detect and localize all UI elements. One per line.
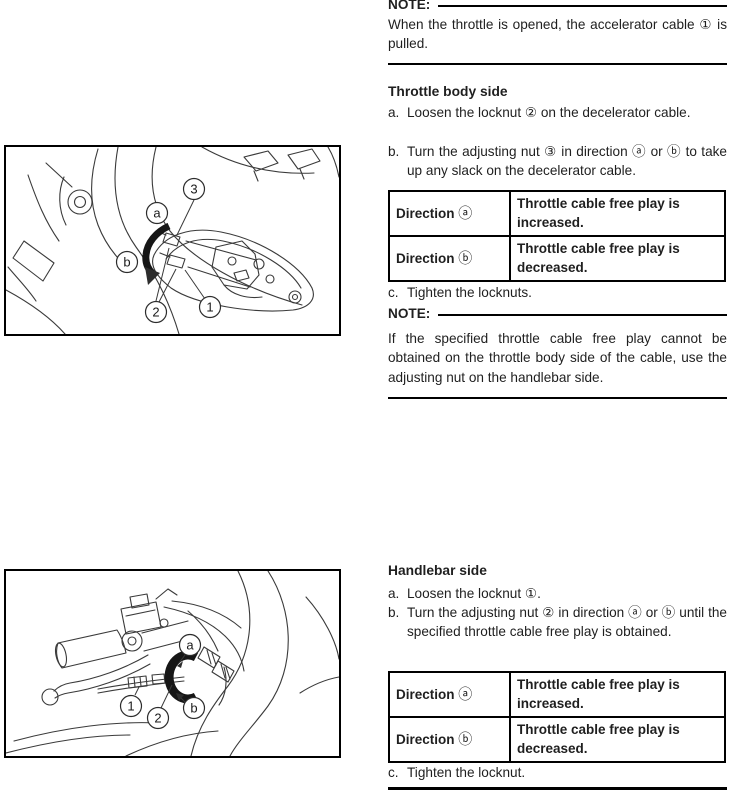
figure-handlebar-illustration: a 1 2 b bbox=[4, 569, 341, 758]
step-text: Tighten the locknut. bbox=[407, 765, 526, 780]
direction-b-cell: Direction ⓑ bbox=[388, 716, 511, 764]
callout-2-label: 2 bbox=[154, 711, 161, 726]
throttle-step-b: b. Turn the adjusting nut ③ in direction… bbox=[388, 142, 727, 181]
throttle-body-drawing bbox=[6, 147, 339, 334]
step-text: Tighten the locknuts. bbox=[407, 285, 532, 300]
throttle-body-heading: Throttle body side bbox=[388, 84, 508, 99]
direction-b-effect-cell: Throttle cable free play is decreased. bbox=[509, 716, 726, 764]
handlebar-step-c: c. Tighten the locknut. bbox=[388, 763, 727, 782]
step-marker: b. bbox=[388, 605, 400, 620]
handlebar-heading: Handlebar side bbox=[388, 563, 487, 578]
table-row: Direction ⓐ Throttle cable free play is … bbox=[388, 670, 726, 719]
callout-2-label: 2 bbox=[152, 305, 159, 320]
note-top-heading: NOTE: bbox=[388, 0, 727, 12]
step-text: Loosen the locknut ①. bbox=[407, 586, 541, 601]
callout-2: 2 bbox=[146, 684, 173, 730]
text-column: NOTE: When the throttle is opened, the a… bbox=[388, 0, 727, 791]
callout-1: 1 bbox=[184, 269, 222, 319]
direction-table-throttle-body: Direction ⓐ Throttle cable free play is … bbox=[388, 189, 726, 283]
callout-1: 1 bbox=[119, 686, 143, 718]
note-top-end-rule bbox=[388, 63, 727, 65]
throttle-body-lineart: 3 a b 2 1 bbox=[6, 147, 339, 334]
callout-a-label: a bbox=[153, 206, 161, 221]
note-top-rule bbox=[438, 4, 727, 7]
direction-a-cell: Direction ⓐ bbox=[388, 670, 511, 719]
note-mid-label: NOTE: bbox=[388, 306, 431, 321]
direction-table-handlebar: Direction ⓐ Throttle cable free play is … bbox=[388, 670, 726, 764]
callout-b-label: b bbox=[123, 255, 130, 270]
handlebar-drawing bbox=[6, 571, 339, 756]
step-text: Turn the adjusting nut ③ in direction ⓐ … bbox=[407, 144, 727, 179]
direction-b-effect-cell: Throttle cable free play is decreased. bbox=[509, 235, 726, 283]
step-marker: c. bbox=[388, 285, 399, 300]
note-mid-body: If the specified throttle cable free pla… bbox=[388, 331, 727, 385]
direction-a-effect-cell: Throttle cable free play is increased. bbox=[509, 670, 726, 719]
callout-a-label: a bbox=[186, 638, 194, 653]
step-marker: a. bbox=[388, 105, 400, 120]
callout-1-label: 1 bbox=[127, 699, 134, 714]
step-marker: a. bbox=[388, 586, 400, 601]
note-mid-end-rule bbox=[388, 397, 727, 399]
direction-a-effect-cell: Throttle cable free play is increased. bbox=[509, 189, 726, 238]
step-marker: b. bbox=[388, 144, 400, 159]
callout-3-label: 3 bbox=[190, 182, 197, 197]
table-row: Direction ⓑ Throttle cable free play is … bbox=[388, 716, 726, 764]
handlebar-lineart: a 1 2 b bbox=[6, 571, 339, 756]
table-row: Direction ⓐ Throttle cable free play is … bbox=[388, 189, 726, 238]
callout-2: 2 bbox=[144, 247, 177, 324]
note-top-body: When the throttle is opened, the acceler… bbox=[388, 17, 727, 52]
callout-1-label: 1 bbox=[206, 300, 213, 315]
direction-a-cell: Direction ⓐ bbox=[388, 189, 511, 238]
callout-b: b bbox=[176, 693, 206, 720]
direction-b-cell: Direction ⓑ bbox=[388, 235, 511, 283]
direction-arrow bbox=[142, 222, 171, 285]
note-mid-rule bbox=[438, 313, 727, 316]
callout-a: a bbox=[177, 633, 202, 668]
step-text: Loosen the locknut ② on the decelerator … bbox=[407, 105, 691, 120]
table-row: Direction ⓑ Throttle cable free play is … bbox=[388, 235, 726, 283]
callout-a: a bbox=[145, 201, 169, 225]
step-marker: c. bbox=[388, 765, 399, 780]
bottom-partial-rule bbox=[388, 787, 727, 790]
throttle-step-c: c. Tighten the locknuts. bbox=[388, 283, 727, 302]
step-text: Turn the adjusting nut ② in direction ⓐ … bbox=[407, 605, 727, 640]
handlebar-step-b: b. Turn the adjusting nut ② in direction… bbox=[388, 603, 727, 642]
note-top-label: NOTE: bbox=[388, 0, 431, 12]
note-mid-heading: NOTE: bbox=[388, 306, 727, 321]
callout-b: b bbox=[115, 250, 139, 274]
callout-3: 3 bbox=[176, 177, 206, 236]
figure-throttle-body-illustration: 3 a b 2 1 bbox=[4, 145, 341, 336]
throttle-step-a: a. Loosen the locknut ② on the decelerat… bbox=[388, 103, 727, 122]
handlebar-step-a: a. Loosen the locknut ①. bbox=[388, 584, 727, 603]
callout-b-label: b bbox=[190, 701, 197, 716]
